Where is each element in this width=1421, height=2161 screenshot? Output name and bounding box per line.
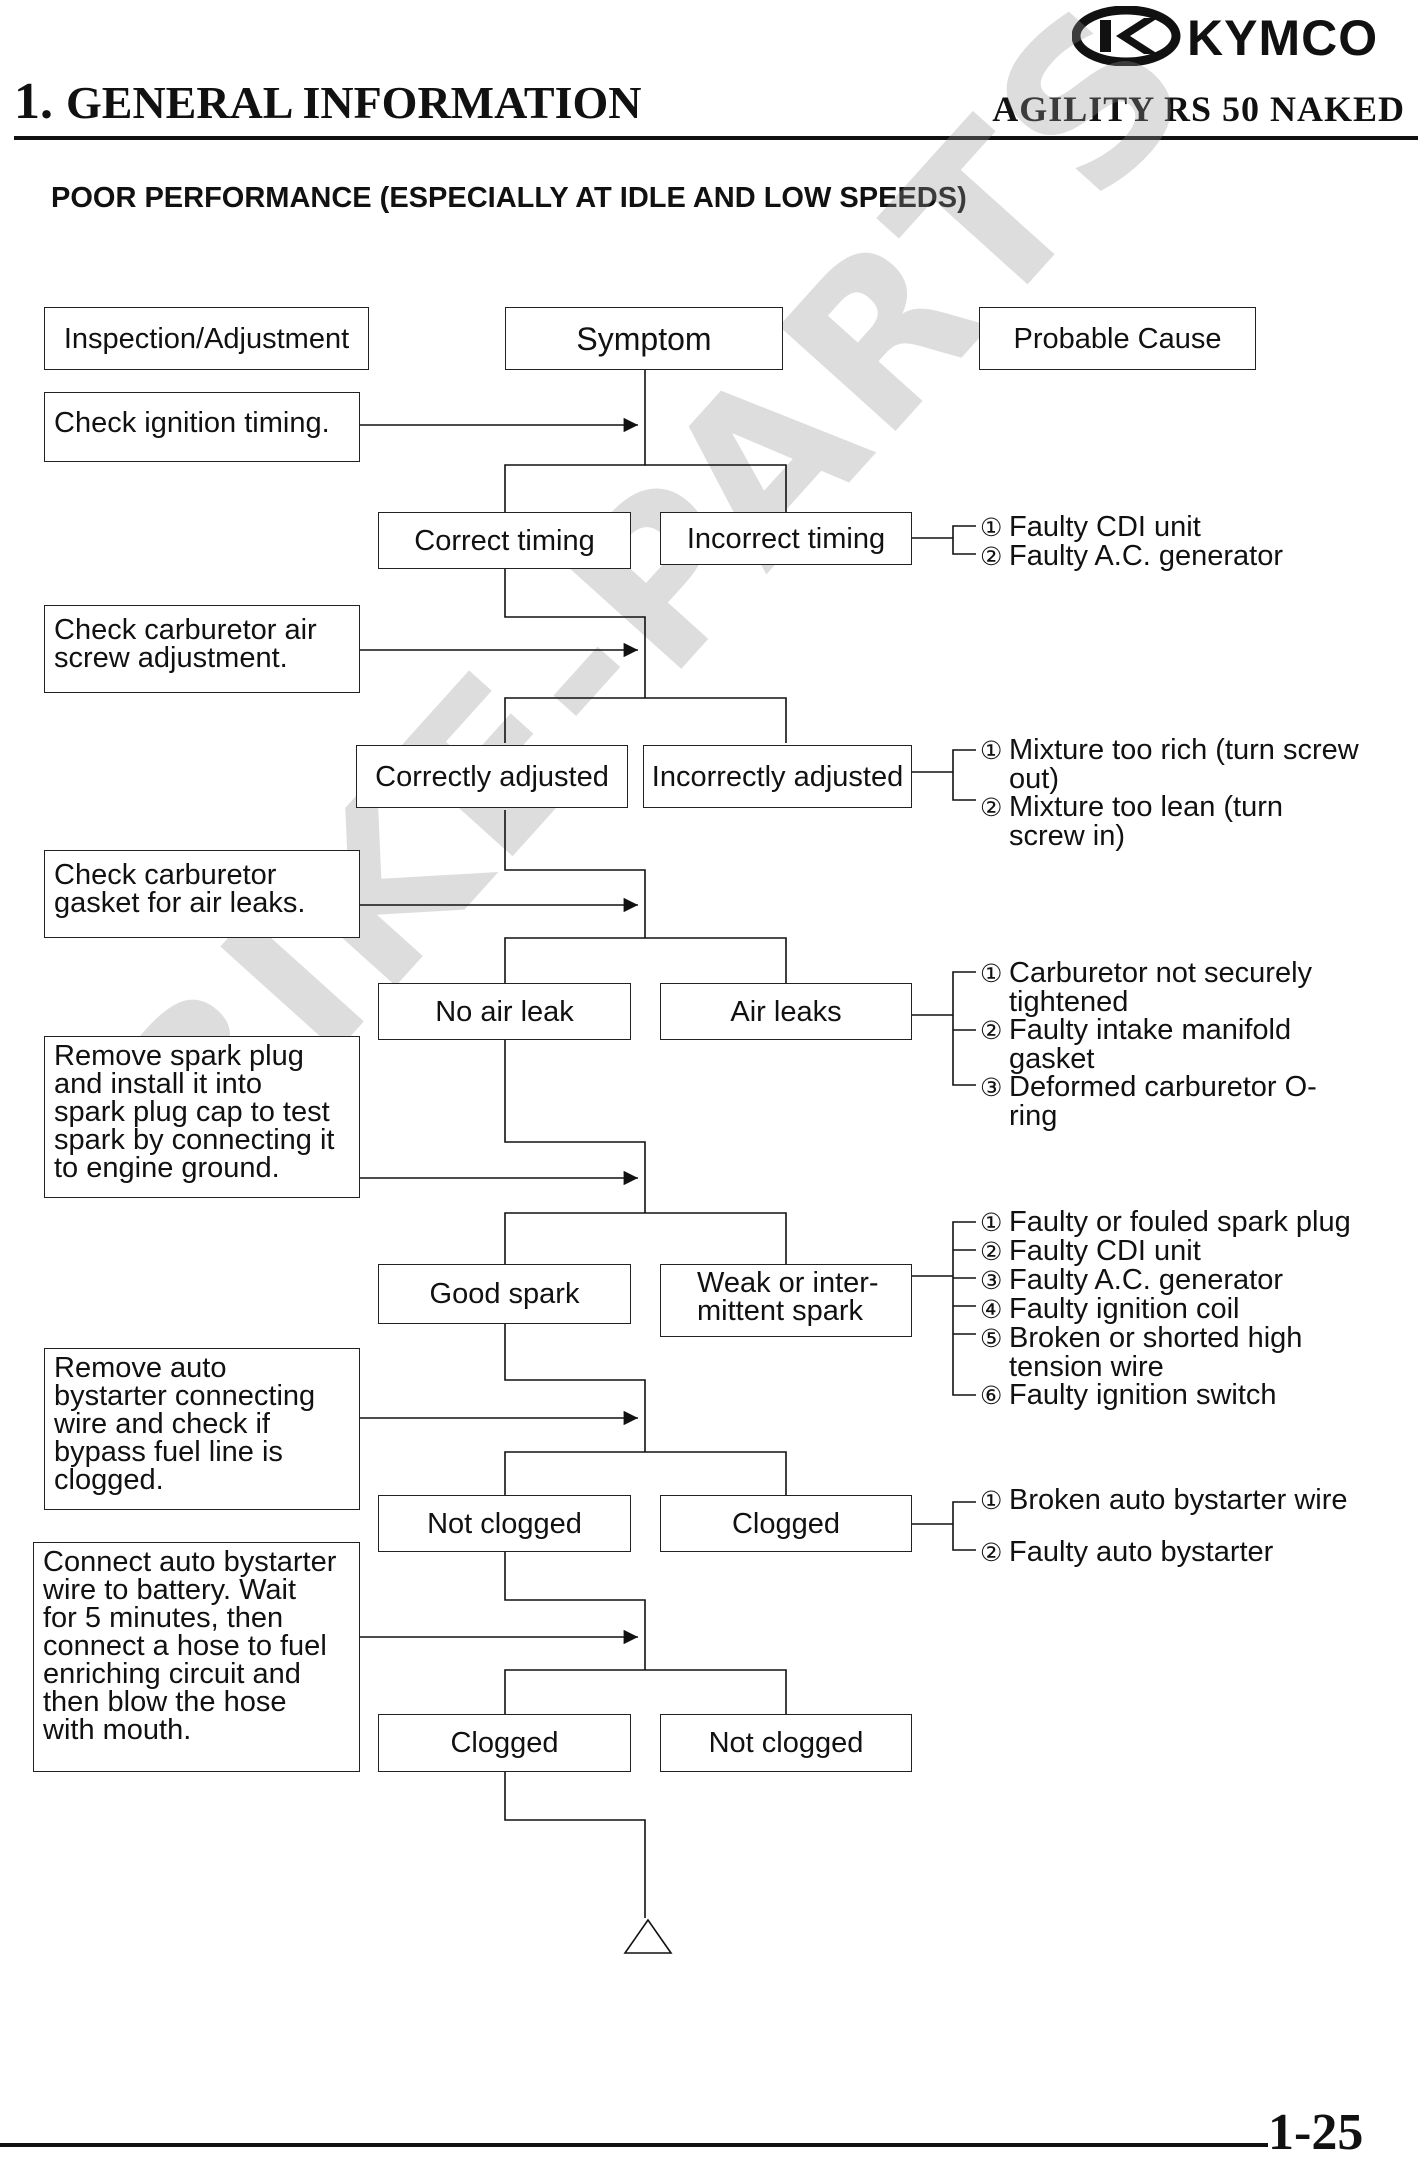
column-header-inspection: Inspection/Adjustment [44, 307, 369, 370]
section-number: 1. [14, 73, 53, 130]
inspection-step-2: Check carburetor air screw adjustment. [44, 605, 360, 693]
symptom-not-clogged-final: Not clogged [660, 1714, 912, 1772]
symptom-no-air-leak: No air leak [378, 983, 631, 1040]
symptom-clogged: Clogged [660, 1495, 912, 1552]
brand-name: KYMCO [1187, 10, 1379, 66]
chart-heading: POOR PERFORMANCE (ESPECIALLY AT IDLE AND… [51, 182, 967, 214]
column-header-symptom: Symptom [505, 307, 783, 370]
symptom-weak-spark: Weak or inter- mittent spark [660, 1264, 912, 1337]
inspection-step-5: Remove auto bystarter connecting wire an… [44, 1348, 360, 1510]
symptom-incorrect-timing: Incorrect timing [660, 512, 912, 565]
inspection-step-3: Check carburetor gasket for air leaks. [44, 850, 360, 938]
inspection-step-4: Remove spark plug and install it into sp… [44, 1036, 360, 1198]
inspection-step-1: Check ignition timing. [44, 392, 360, 462]
symptom-incorrectly-adjusted: Incorrectly adjusted [643, 745, 912, 808]
symptom-clogged-final: Clogged [378, 1714, 631, 1772]
symptom-correctly-adjusted: Correctly adjusted [356, 745, 628, 808]
page-number: 1-25 [1268, 2104, 1364, 2161]
column-header-cause: Probable Cause [979, 307, 1256, 370]
footer-rule [0, 2143, 1268, 2147]
kymco-logo: KYMCO [1072, 6, 1417, 66]
symptom-not-clogged: Not clogged [378, 1495, 631, 1552]
inspection-step-6: Connect auto bystarter wire to battery. … [33, 1542, 360, 1772]
kymco-logo-icon [1072, 6, 1181, 66]
section-title: GENERAL INFORMATION [66, 77, 642, 128]
header-rule [14, 136, 1418, 140]
symptom-correct-timing: Correct timing [378, 512, 631, 569]
section-heading: 1. GENERAL INFORMATION [14, 72, 641, 133]
symptom-good-spark: Good spark [378, 1264, 631, 1324]
model-name: AGILITY RS 50 NAKED [992, 89, 1405, 129]
symptom-air-leaks: Air leaks [660, 983, 912, 1040]
